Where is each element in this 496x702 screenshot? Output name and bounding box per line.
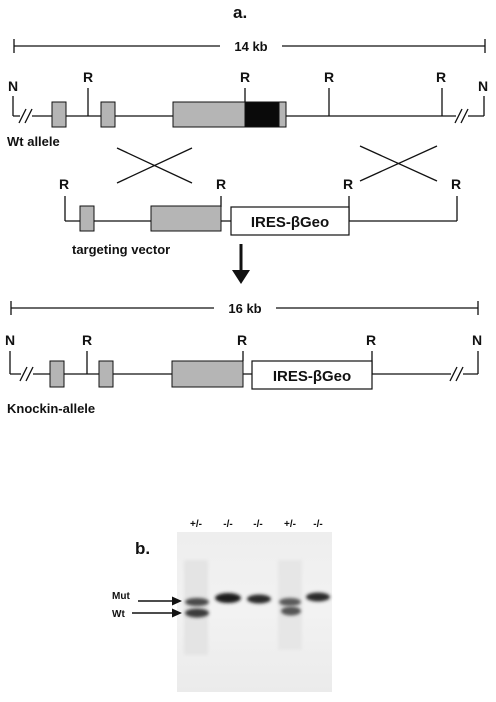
band-markers: Mut Wt	[112, 591, 182, 620]
exon	[98, 360, 114, 388]
mut-label: Mut	[112, 591, 130, 602]
site-R: R	[237, 332, 247, 348]
knockin-allele-label: Knockin-allele	[7, 401, 95, 416]
down-arrow-icon	[232, 244, 250, 284]
site-R: R	[366, 332, 376, 348]
exon-black	[244, 101, 280, 128]
targeting-vector-label: targeting vector	[72, 242, 170, 257]
lane-label: +/-	[190, 519, 202, 530]
panel-a-label: a.	[233, 3, 247, 22]
scale-bar-16kb: 16 kb	[10, 300, 479, 316]
site-N: N	[5, 332, 15, 348]
site-R: R	[324, 69, 334, 85]
arrow-right-icon	[172, 596, 182, 606]
exon	[150, 205, 222, 232]
band-mut	[185, 598, 209, 606]
scale-label-14kb: 14 kb	[234, 39, 267, 54]
cassette-box	[230, 206, 350, 236]
band-wt	[281, 606, 301, 616]
exon	[100, 101, 116, 128]
site-N: N	[478, 78, 488, 94]
knockin-allele-map: N R R R N IRES-βGeo Knockin-allele	[5, 332, 482, 416]
site-R: R	[240, 69, 250, 85]
scale-bar-14kb: 14 kb	[13, 38, 486, 54]
site-R: R	[216, 176, 226, 192]
site-R: R	[343, 176, 353, 192]
scale-label-16kb: 16 kb	[228, 301, 261, 316]
lane-label: -/-	[313, 519, 322, 530]
site-N: N	[472, 332, 482, 348]
band-mut	[306, 592, 330, 602]
site-R: R	[436, 69, 446, 85]
targeting-vector-map: R R R R IRES-βGeo targeting vector	[59, 176, 461, 257]
site-R: R	[59, 176, 69, 192]
exon	[49, 360, 65, 388]
exon	[51, 101, 67, 128]
lane-label: +/-	[284, 519, 296, 530]
blot-image	[177, 532, 332, 692]
band-mut	[215, 593, 241, 603]
cassette-label: IRES-βGeo	[273, 368, 351, 385]
band-mut	[247, 594, 271, 604]
site-R: R	[82, 332, 92, 348]
lane-label: -/-	[223, 519, 232, 530]
cassette-label: IRES-βGeo	[251, 214, 329, 231]
lane-label: -/-	[253, 519, 262, 530]
lane-labels: +/- -/- -/- +/- -/-	[190, 519, 323, 530]
site-R: R	[451, 176, 461, 192]
exon	[171, 360, 244, 388]
arrow-right-icon	[172, 608, 182, 618]
panel-b-label: b.	[135, 539, 150, 558]
wt-allele-map: N R R R R N Wt allele	[7, 69, 488, 149]
recombination-crosses	[116, 145, 438, 184]
band-wt	[185, 608, 209, 618]
exon	[79, 205, 95, 232]
wt-label: Wt	[112, 609, 125, 620]
cassette-box	[251, 360, 373, 390]
band-mut	[279, 598, 301, 606]
site-R: R	[83, 69, 93, 85]
site-N: N	[8, 78, 18, 94]
wt-allele-label: Wt allele	[7, 134, 60, 149]
